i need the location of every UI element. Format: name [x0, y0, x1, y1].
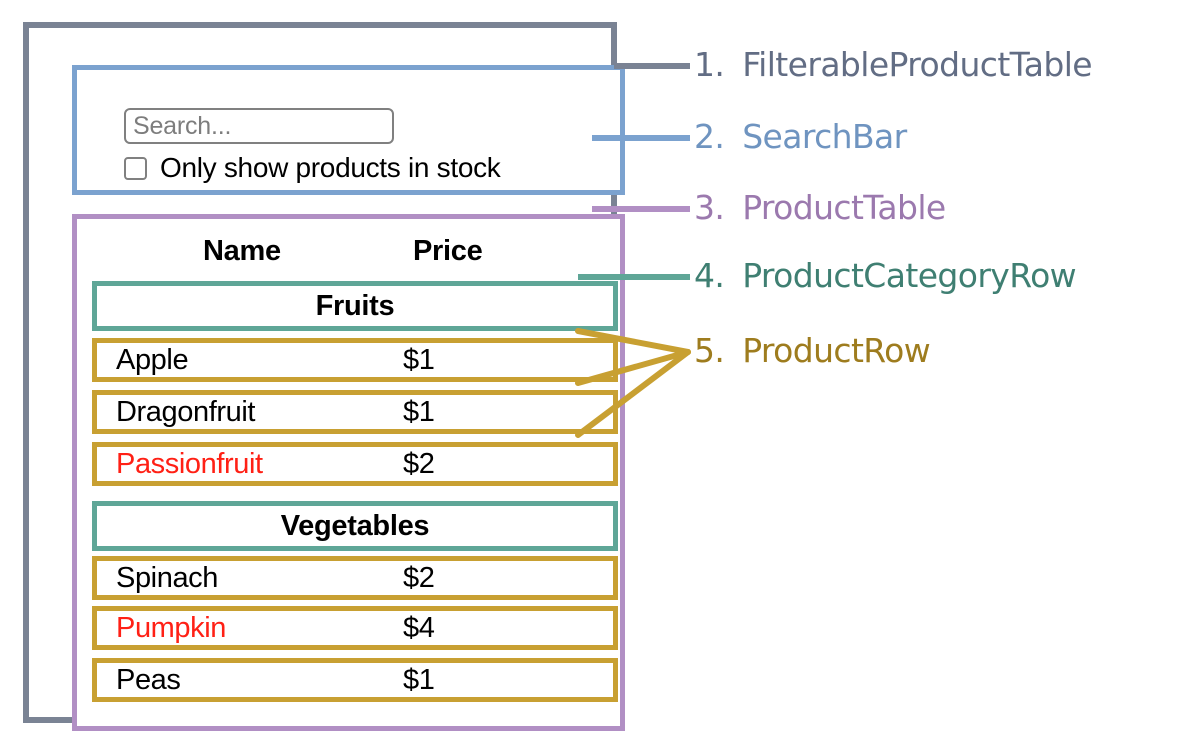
- product-price: $1: [403, 343, 435, 376]
- column-header-name: Name: [203, 235, 281, 267]
- legend-number: 1.: [694, 45, 725, 84]
- legend-text: SearchBar: [742, 117, 907, 156]
- search-input-placeholder: Search...: [133, 111, 232, 140]
- product-price: $2: [403, 561, 435, 594]
- legend-number: 5.: [694, 331, 725, 370]
- checkbox-icon[interactable]: [124, 156, 147, 180]
- column-header-price: Price: [413, 235, 483, 267]
- legend-number: 3.: [694, 188, 725, 227]
- legend-text: ProductRow: [742, 331, 931, 370]
- legend-text: ProductCategoryRow: [742, 256, 1077, 295]
- product-price: $1: [403, 395, 435, 428]
- legend-item-filterable-product-table: 1. FilterableProductTable: [694, 45, 1093, 84]
- product-table-frame: Name Price Fruits Apple $1 Dragonfruit $…: [72, 214, 625, 731]
- product-category-name: Fruits: [315, 289, 395, 322]
- legend-item-search-bar: 2. SearchBar: [694, 120, 907, 153]
- legend-number: 4.: [694, 256, 725, 295]
- product-row: Passionfruit $2: [92, 442, 618, 486]
- in-stock-checkbox-label: Only show products in stock: [160, 152, 501, 183]
- product-category-name: Vegetables: [280, 509, 430, 542]
- product-row: Spinach $2: [92, 556, 618, 600]
- legend-number: 2.: [694, 117, 725, 156]
- legend-text: ProductTable: [742, 188, 946, 227]
- product-table-header: Name Price: [92, 231, 612, 273]
- legend-item-product-table: 3. ProductTable: [694, 191, 946, 224]
- product-name: Dragonfruit: [116, 395, 256, 428]
- product-price: $4: [403, 611, 435, 644]
- product-category-row: Vegetables: [92, 501, 618, 551]
- search-bar-frame: Search... Only show products in stock: [72, 65, 625, 195]
- product-name: Pumpkin: [116, 611, 227, 644]
- product-row: Peas $1: [92, 658, 618, 702]
- legend-item-product-category-row: 4. ProductCategoryRow: [694, 256, 1077, 295]
- product-row: Dragonfruit $1: [92, 390, 618, 434]
- search-input[interactable]: Search...: [124, 108, 394, 144]
- in-stock-checkbox-row[interactable]: Only show products in stock: [124, 154, 501, 182]
- legend-item-product-row: 5. ProductRow: [694, 331, 931, 370]
- product-name: Apple: [116, 343, 189, 376]
- product-row: Pumpkin $4: [92, 606, 618, 650]
- product-row: Apple $1: [92, 338, 618, 382]
- product-price: $2: [403, 447, 435, 480]
- filterable-product-table-frame: Search... Only show products in stock Na…: [23, 22, 625, 731]
- legend-text: FilterableProductTable: [742, 45, 1092, 84]
- product-price: $1: [403, 663, 435, 696]
- product-name: Passionfruit: [116, 447, 263, 480]
- product-name: Spinach: [116, 561, 218, 594]
- product-category-row: Fruits: [92, 281, 618, 331]
- product-name: Peas: [116, 663, 181, 696]
